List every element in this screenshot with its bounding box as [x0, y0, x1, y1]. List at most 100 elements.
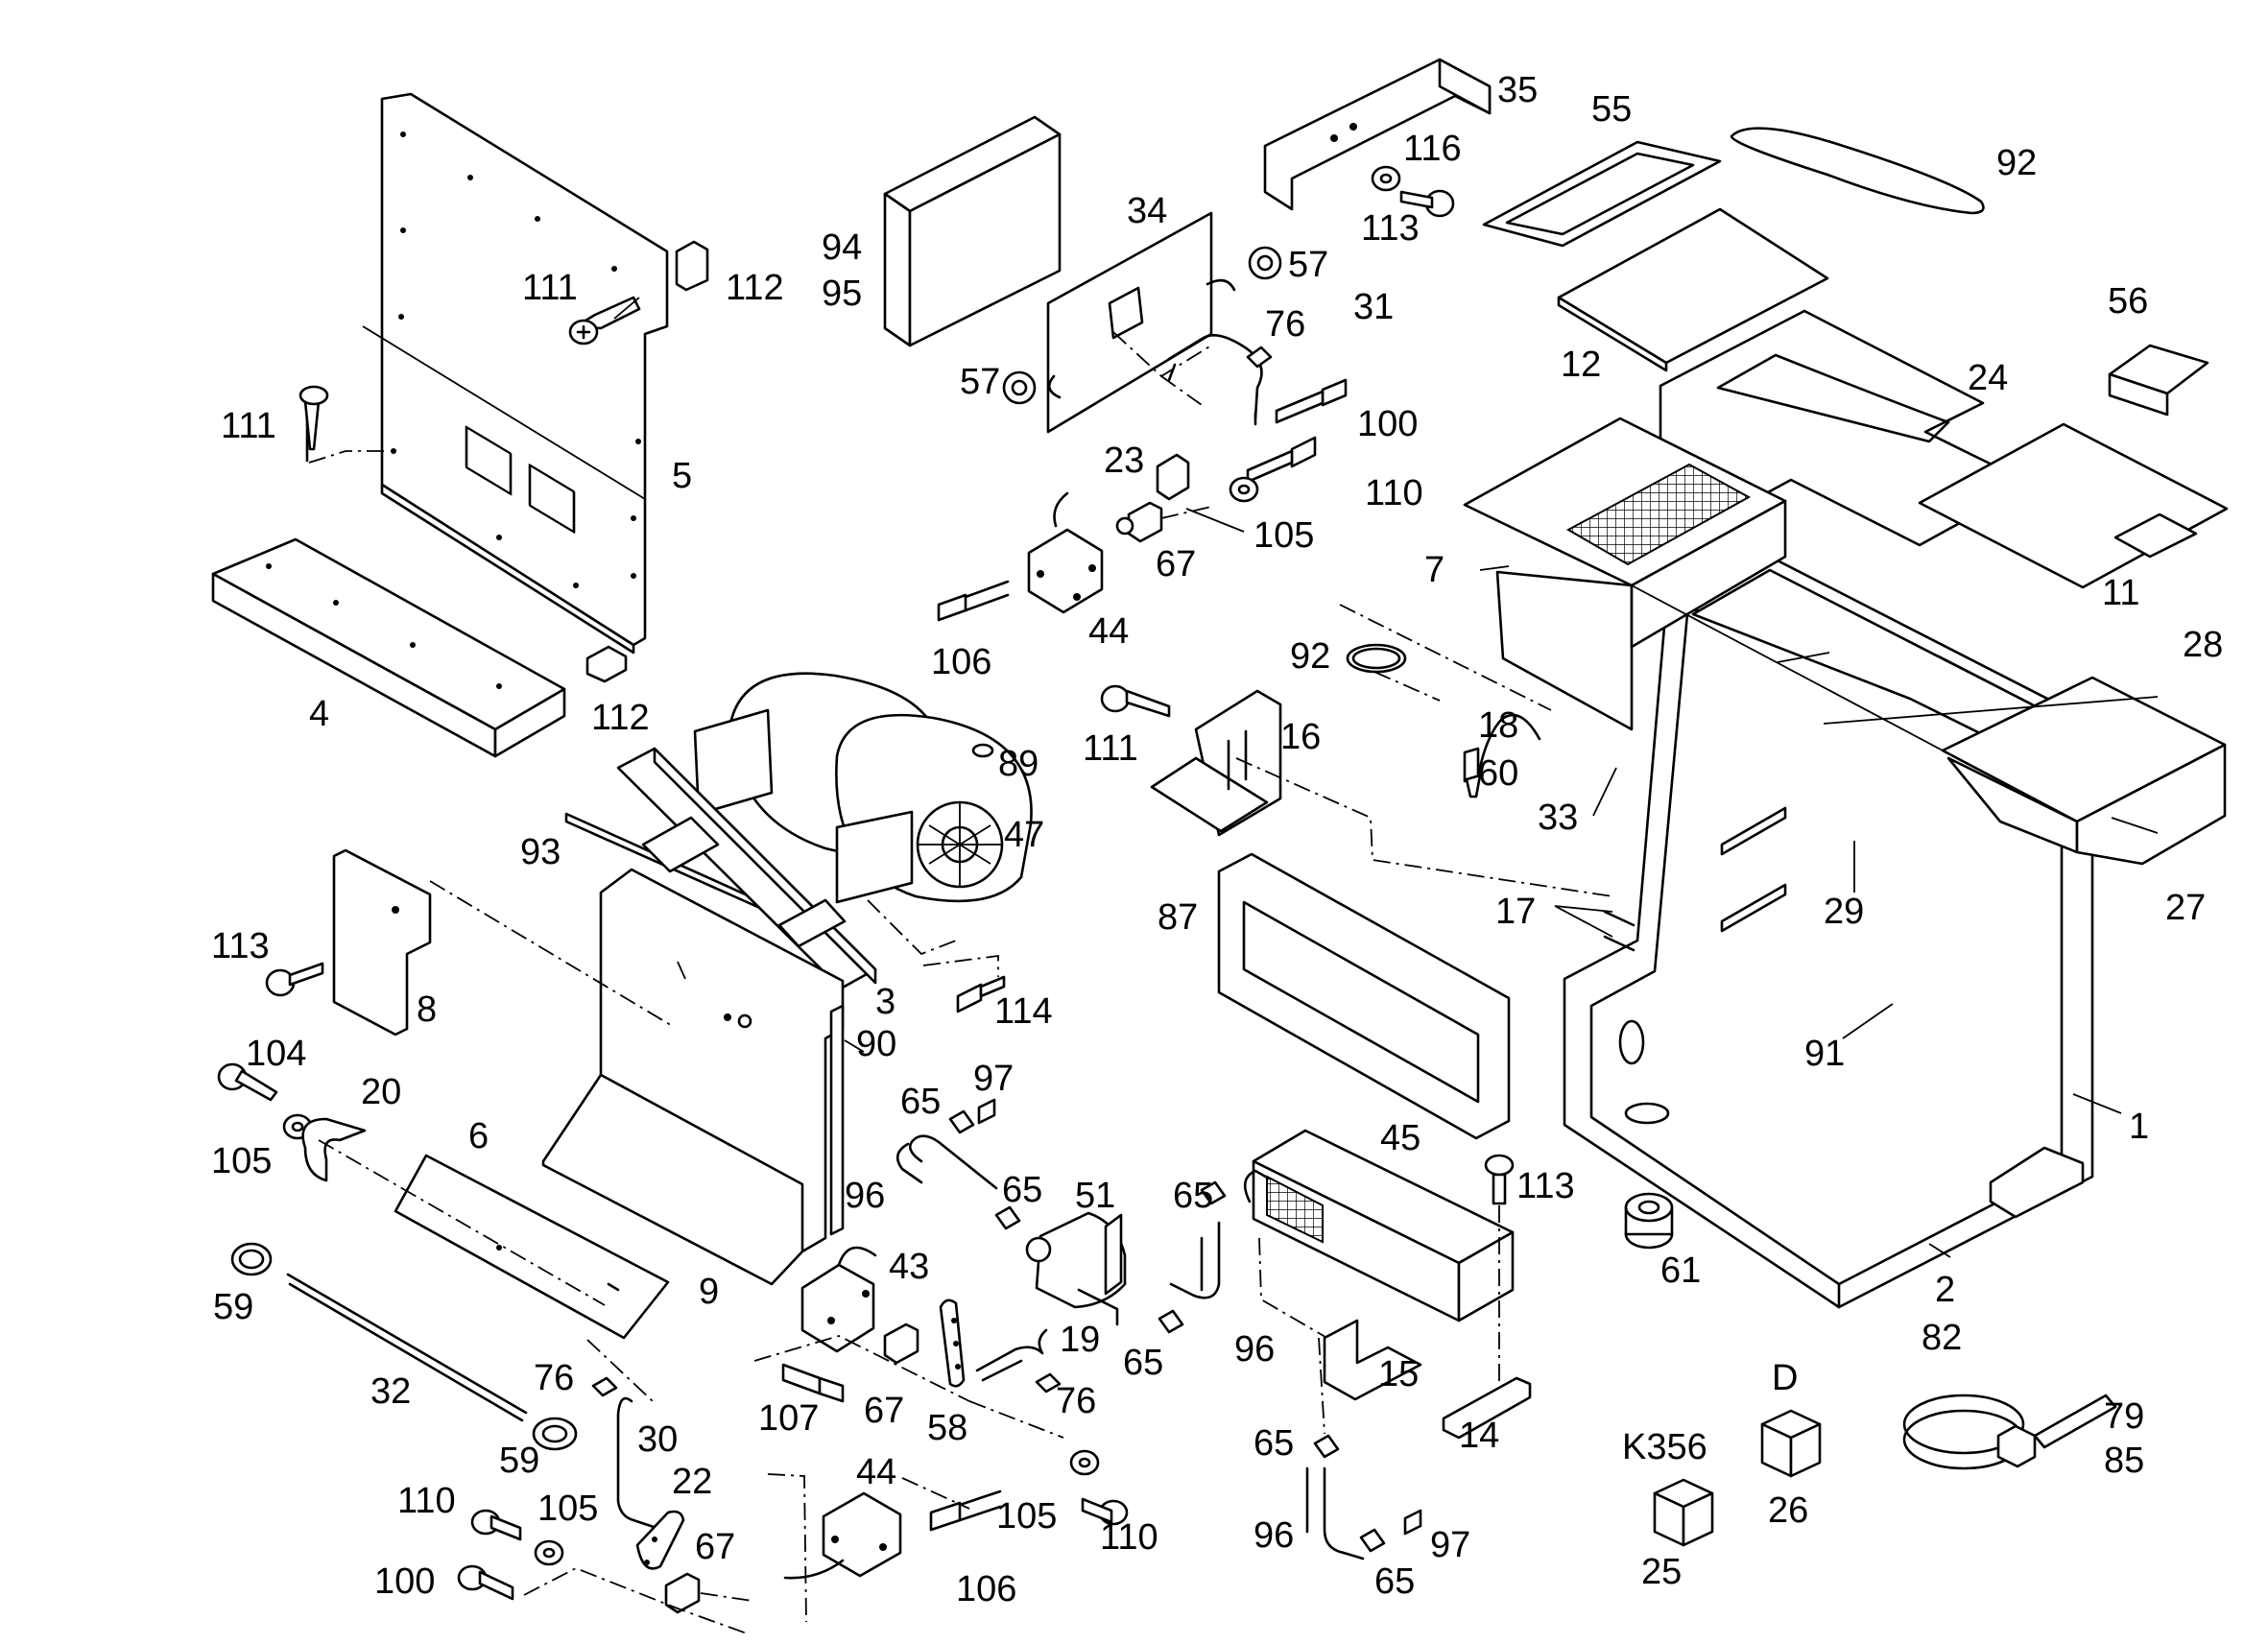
part-label: 79	[2104, 1396, 2144, 1437]
clip-part-76	[591, 1376, 618, 1397]
part-label: 90	[856, 1024, 896, 1064]
part-label: 61	[1660, 1251, 1701, 1291]
fitting-part-65	[948, 1109, 1386, 1553]
part-label: 33	[1538, 798, 1578, 838]
part-label: 105	[996, 1496, 1057, 1537]
part-label: 59	[499, 1441, 539, 1481]
part-label: 114	[994, 991, 1053, 1032]
part-label: 96	[845, 1176, 885, 1216]
part-label: 32	[370, 1371, 411, 1412]
part-label: 65	[1173, 1176, 1213, 1216]
panel-part-90	[829, 1004, 845, 1236]
part-label: 18	[1478, 705, 1518, 746]
part-label: 91	[1804, 1034, 1845, 1074]
part-label: 60	[1478, 753, 1518, 794]
screw-part-113	[265, 962, 324, 997]
washer-part-105	[1229, 476, 1259, 503]
back-panel-part-5	[362, 92, 669, 655]
cube-part-26	[1760, 1409, 1822, 1478]
part-label: 97	[973, 1059, 1014, 1099]
clip-part-17	[1603, 910, 1635, 952]
part-label: 67	[695, 1527, 735, 1567]
part-label: 17	[1495, 892, 1536, 932]
part-label: 107	[758, 1398, 819, 1439]
part-label: 95	[822, 274, 862, 314]
part-label: 6	[468, 1116, 489, 1156]
part-label: 9	[699, 1272, 719, 1312]
part-label: 65	[1002, 1170, 1042, 1210]
valve-part-51	[1025, 1211, 1127, 1326]
part-label: 57	[1288, 245, 1328, 285]
part-label: 100	[1357, 404, 1418, 444]
connector-part-67	[883, 1322, 919, 1365]
bracket-part-14	[1442, 1376, 1532, 1440]
part-label: 58	[927, 1408, 967, 1448]
grommet-part-57	[1002, 246, 1282, 405]
screw-icon	[298, 296, 641, 463]
part-label: 34	[1127, 191, 1167, 231]
part-label: 56	[2108, 281, 2148, 322]
part-label: 7	[1424, 550, 1444, 590]
part-label: 76	[1265, 304, 1305, 345]
part-label: 87	[1158, 897, 1198, 938]
bracket-part-23	[1156, 453, 1190, 501]
part-label: 59	[213, 1287, 253, 1327]
filter-part-87	[1217, 852, 1511, 1140]
heater-part-45	[1243, 1129, 1515, 1322]
part-label: 85	[2104, 1441, 2144, 1481]
cap-part-59	[230, 1242, 578, 1451]
part-label: 89	[998, 744, 1039, 784]
bolt-part-110	[470, 1497, 1129, 1541]
part-label: 112	[726, 268, 784, 308]
bracket-part-22	[635, 1510, 685, 1570]
blower-part-47	[693, 672, 1033, 904]
clip-part-112	[585, 240, 709, 683]
part-label: 43	[889, 1247, 929, 1287]
foot-part-61	[1624, 1192, 1674, 1250]
screw-part-113	[1484, 1154, 1515, 1205]
part-label: 57	[960, 362, 1000, 402]
part-label: 35	[1497, 70, 1538, 110]
part-label: 5	[672, 456, 692, 496]
clamp-part-20	[301, 1117, 367, 1182]
part-label: 26	[1768, 1490, 1808, 1531]
part-label: 65	[900, 1082, 941, 1122]
part-label: 97	[1430, 1525, 1470, 1565]
hose-part-96	[895, 1134, 1365, 1561]
part-label: 55	[1591, 89, 1632, 130]
hopper-part-27	[1941, 676, 2227, 866]
cable-tie-part-79	[1902, 1394, 2117, 1470]
part-label: 110	[1365, 473, 1423, 513]
part-label: 8	[417, 989, 437, 1030]
cube-part-25	[1653, 1478, 1714, 1547]
tray-part-7	[1463, 417, 1787, 731]
relay-part-44	[1027, 491, 1104, 614]
plate-part-12	[1557, 207, 1829, 372]
part-label: 29	[1824, 892, 1864, 932]
part-label: 24	[1968, 358, 2008, 398]
fitting-part-97	[977, 1098, 1422, 1536]
mount-plate-part-3	[616, 747, 877, 990]
clip-part-76	[1246, 345, 1273, 369]
bolt-part-107	[781, 1363, 845, 1403]
bolt-part-110	[1246, 436, 1317, 484]
part-label: 76	[534, 1358, 574, 1398]
part-label: 76	[1056, 1381, 1096, 1421]
connector-part-67	[1115, 501, 1163, 543]
part-label: 28	[2183, 625, 2223, 665]
bolt-part-114	[956, 975, 1006, 1013]
part-label: 11	[2102, 573, 2139, 613]
part-label: 110	[1100, 1517, 1158, 1558]
connector-part-67	[664, 1572, 701, 1614]
part-label: 12	[1561, 345, 1601, 385]
part-label: 47	[1004, 815, 1044, 855]
part-label: 16	[1280, 717, 1321, 757]
part-label: 106	[956, 1569, 1016, 1609]
rod-part-32	[286, 1273, 528, 1422]
part-label: 44	[856, 1452, 896, 1492]
part-label: 112	[591, 698, 650, 738]
part-label: 67	[864, 1391, 904, 1431]
part-label: 45	[1380, 1118, 1420, 1158]
part-label: 2	[1935, 1270, 1955, 1310]
bolt-part-106	[929, 1489, 1002, 1532]
